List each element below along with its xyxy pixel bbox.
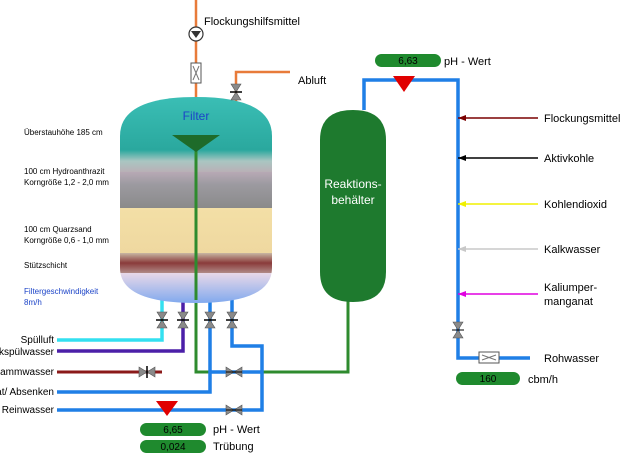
turbidity-value: 0,024 [160,442,185,453]
ph-top-badge [375,54,441,67]
filter-tank: Filter [120,97,272,303]
flocculant-arrow-icon [458,115,466,121]
purge-air-label: Spülluft [21,335,55,346]
raw-water-valve[interactable] [452,321,464,339]
first-filtrate-label: Erstfiltrat/ Absenken [0,387,54,398]
valve-icon [230,83,242,93]
sludge-valve[interactable] [138,366,156,378]
clean-water-valve[interactable] [226,311,238,329]
valve-icon [177,311,189,321]
reactor-body [320,110,386,302]
reactor-label-line1: Reaktions- [324,177,381,191]
reaction-vessel: Reaktions- behälter [320,110,386,302]
filter-speed-label: Filtergeschwindigkeit [24,287,99,296]
lime-water-label: Kalkwasser [544,244,601,256]
flocculation-flowmeter [190,62,202,84]
valve-icon [138,366,148,378]
purge-air-valve[interactable] [156,311,168,329]
sludge-water-label: Schlammwasser [0,367,55,378]
dosing-pump[interactable] [188,26,204,42]
flocculant-label: Flockungsmittel [544,113,620,125]
backwash-valve[interactable] [177,311,189,329]
ph-bottom-value: 6,65 [163,425,183,436]
sand-grain-label: Korngröße 0,6 - 1,0 mm [24,236,109,245]
valve-icon [226,311,238,321]
permanganate-label-line1: Kaliumper- [544,282,598,294]
ph-sensor-bottom-icon [156,401,178,416]
activated-carbon-label: Aktivkohle [544,153,594,165]
lime-arrow-icon [458,246,466,252]
ph-sensor-top-icon [393,76,415,92]
flow-value: 160 [480,374,497,385]
filter-speed-value: 8m/h [24,298,42,307]
permanganate-arrow-icon [458,291,466,297]
permanganate-label-line2: manganat [544,296,593,308]
exhaust-label: Abluft [298,75,326,87]
backwash-water-label: Rückspülwasser [0,347,55,358]
water-layer-label: Überstauhöhe 185 cm [24,128,103,137]
pump-triangle-icon [191,31,201,38]
anthracite-label: 100 cm Hydroanthrazit [24,167,105,176]
reactor-label-line2: behälter [331,193,374,207]
turbidity-label: Trübung [213,441,254,453]
clean-water-outlet-valve[interactable] [225,404,243,416]
ph-bottom-label: pH - Wert [213,424,260,436]
outlet-valves[interactable] [156,311,238,329]
co2-arrow-icon [458,201,466,207]
ph-bottom-badge [140,423,206,436]
bypass-valve[interactable] [225,366,243,378]
ph-top-label: pH - Wert [444,56,491,68]
flow-unit: cbm/h [528,374,558,386]
raw-water-flowmeter [478,351,500,364]
raw-water-label: Rohwasser [544,353,599,365]
exhaust-valve[interactable] [230,83,242,101]
filter-title: Filter [183,109,210,123]
filtrate-valve[interactable] [204,311,216,329]
first-filtrate-line [57,300,212,394]
valve-icon [204,311,216,321]
valve-icon [156,311,168,321]
dosing-arrows [458,115,538,297]
anthracite-grain-label: Korngröße 1,2 - 2,0 mm [24,178,109,187]
sand-label: 100 cm Quarzsand [24,225,92,234]
clean-water-line [57,300,264,412]
ph-top-value: 6,63 [398,56,418,67]
carbon-arrow-icon [458,155,466,161]
flow-badge [456,372,520,385]
valve-icon [452,321,464,331]
carbon-dioxide-label: Kohlendioxid [544,199,607,211]
flocculation-aid-label: Flockungshilfsmittel [204,16,300,28]
purge-air-line [57,300,164,342]
turbidity-badge [140,440,206,453]
distributor-funnel-icon [172,135,220,152]
raw-water-loop [362,78,530,360]
clean-water-label: Reinwasser [2,405,55,416]
support-layer-label: Stützschicht [24,261,68,270]
